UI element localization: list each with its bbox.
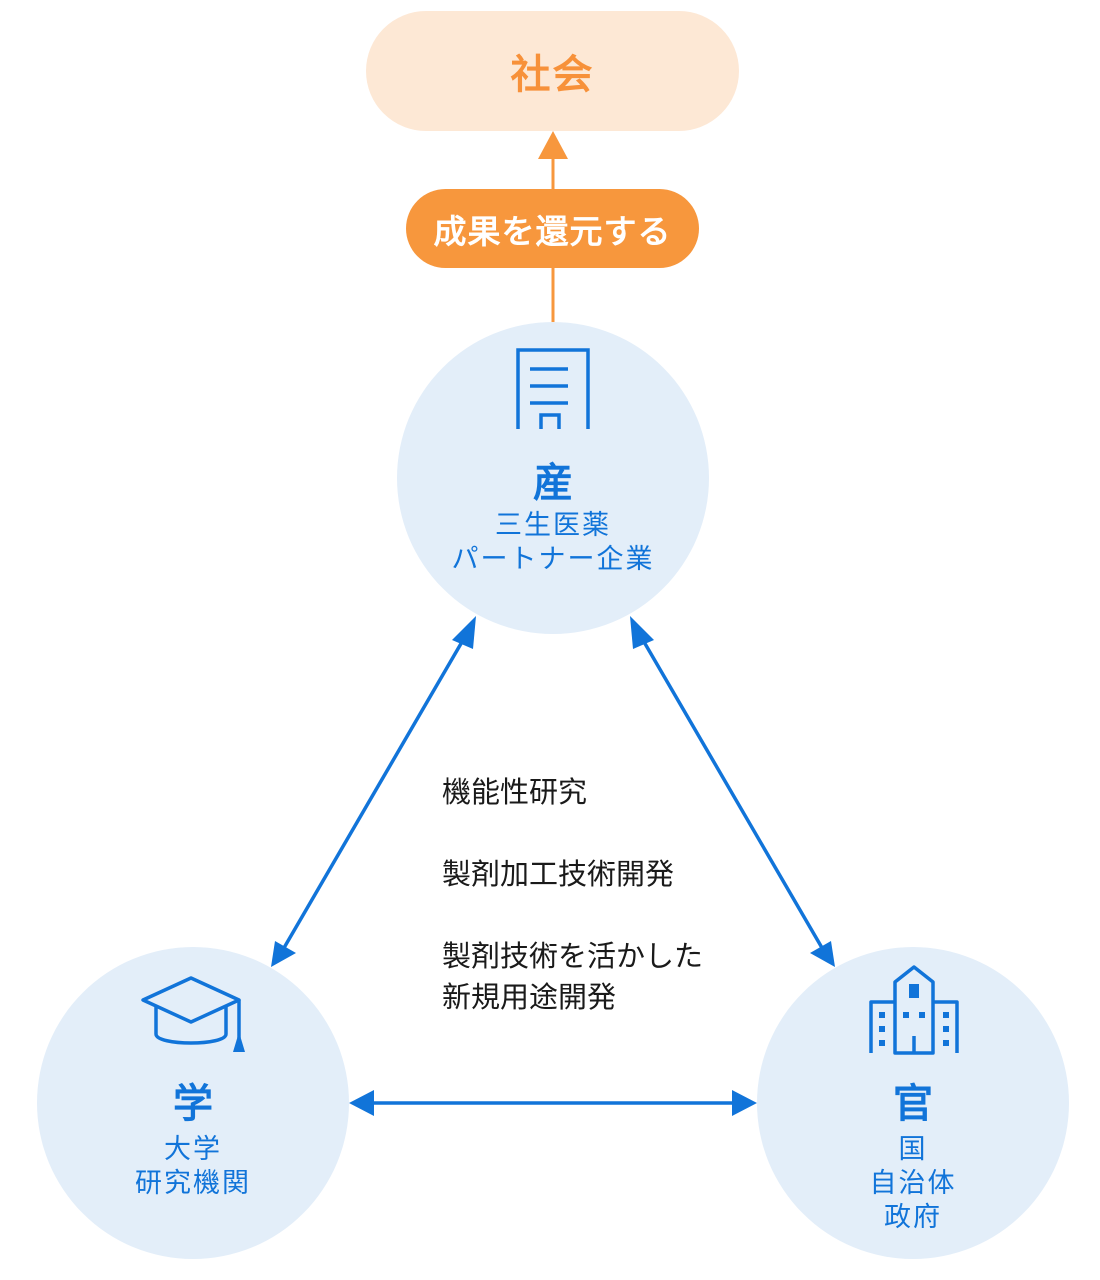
industry-academia-line — [279, 634, 468, 954]
academia-government-head-right — [732, 1090, 757, 1116]
society-label: 社会 — [510, 52, 595, 98]
return-results-label: 成果を還元する — [433, 211, 672, 251]
collaboration-line: 製剤技術を活かした — [442, 939, 704, 973]
collaboration-line: 機能性研究 — [442, 775, 588, 809]
industry-government-head-top — [630, 616, 654, 649]
academia-line: 大学 — [164, 1134, 222, 1165]
academia-line: 研究機関 — [135, 1168, 251, 1199]
government-line: 政府 — [884, 1202, 942, 1233]
return-arrow-head — [538, 131, 568, 159]
academia-node: 学 大学 研究機関 — [37, 947, 349, 1259]
industry-government-line — [638, 634, 827, 954]
industry-line: 三生医薬 — [495, 510, 611, 541]
collaboration-list: 機能性研究 製剤加工技術開発 製剤技術を活かした 新規用途開発 — [442, 772, 762, 1059]
society-pill: 社会 — [366, 11, 739, 131]
government-node: 官 国 自治体 政府 — [757, 947, 1069, 1259]
government-description: 国 自治体 政府 — [757, 1133, 1069, 1235]
collaboration-item: 製剤加工技術開発 — [442, 854, 762, 895]
industry-line: パートナー企業 — [451, 544, 655, 575]
academia-government-head-left — [349, 1090, 374, 1116]
industry-description: 三生医薬 パートナー企業 — [397, 509, 709, 577]
industry-academia-head-top — [452, 616, 476, 649]
collaboration-line: 製剤加工技術開発 — [442, 857, 675, 891]
government-line: 自治体 — [869, 1168, 957, 1199]
academia-title: 学 — [173, 1081, 213, 1127]
industry-node: 産 三生医薬 パートナー企業 — [397, 322, 709, 634]
government-building-icon — [869, 965, 959, 1055]
return-results-pill: 成果を還元する — [406, 189, 699, 268]
government-line: 国 — [898, 1134, 928, 1165]
academia-description: 大学 研究機関 — [37, 1133, 349, 1201]
collaboration-line: 新規用途開発 — [442, 980, 617, 1014]
industry-title: 産 — [533, 460, 573, 506]
government-title: 官 — [893, 1081, 933, 1127]
industry-academia-head-bottom — [271, 941, 296, 967]
graduation-cap-icon — [141, 976, 245, 1052]
building-document-icon — [516, 348, 590, 429]
industry-government-head-bottom — [810, 941, 835, 967]
collaboration-item: 機能性研究 — [442, 772, 762, 813]
collaboration-item: 製剤技術を活かした 新規用途開発 — [442, 936, 762, 1018]
